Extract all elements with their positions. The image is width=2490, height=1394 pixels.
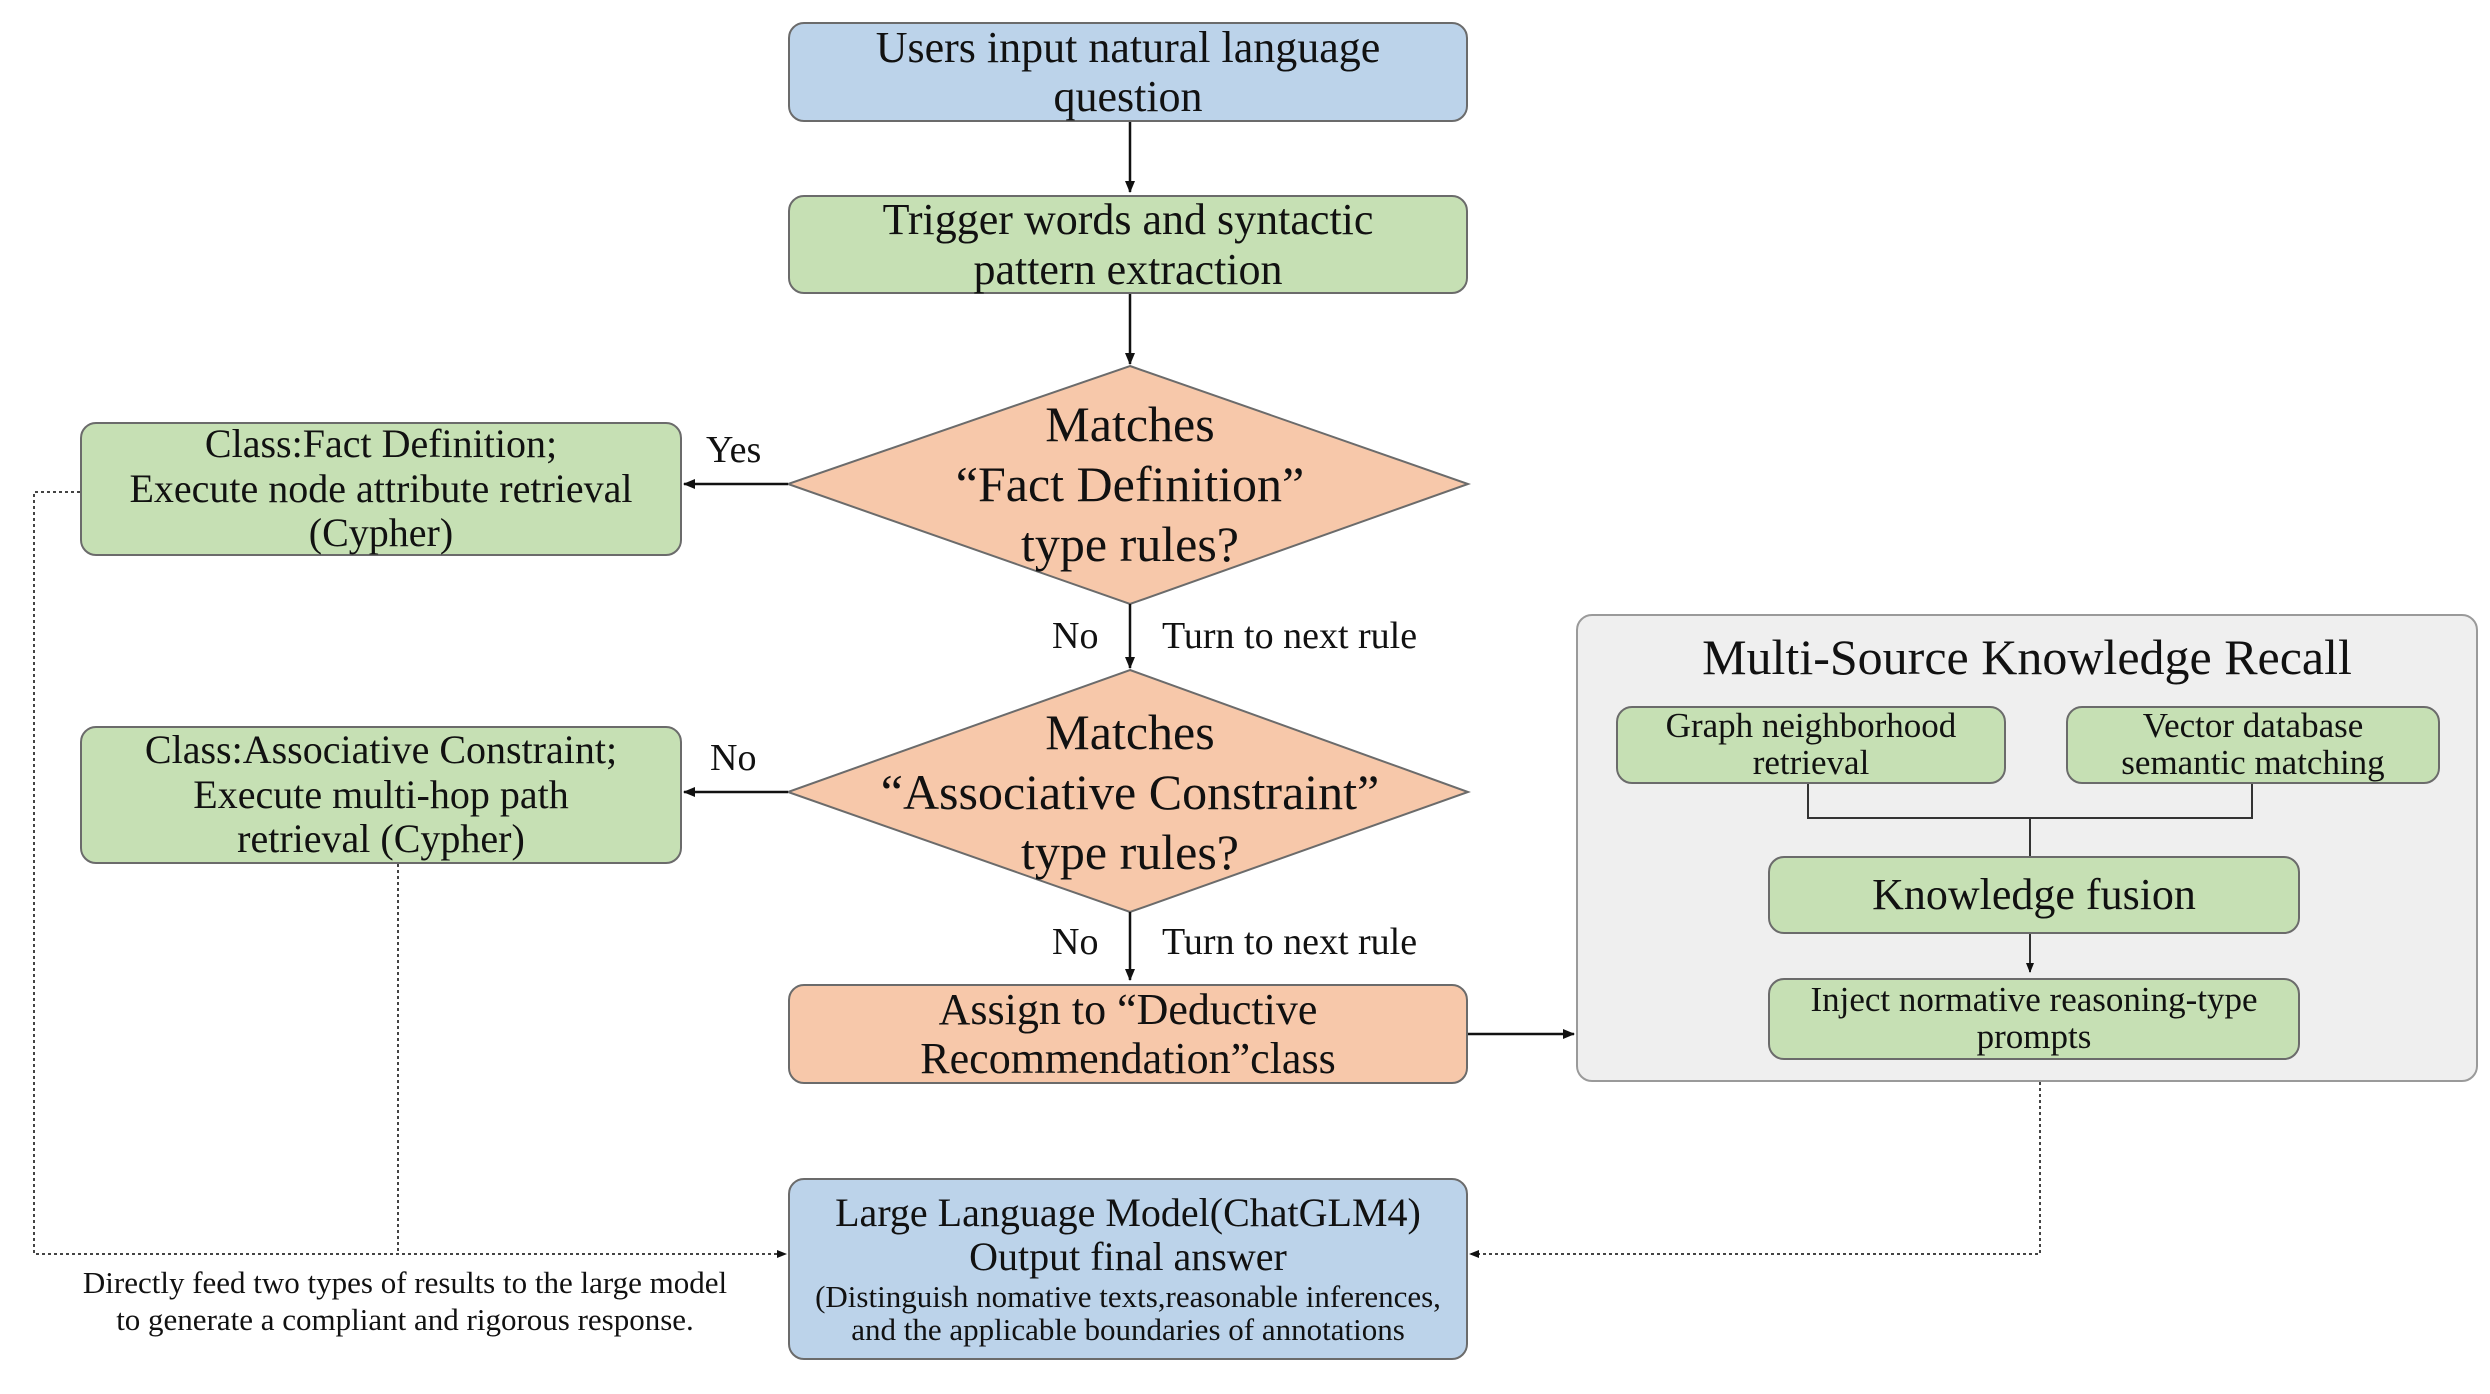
deductive-node: Assign to “Deductive Recommendation”clas… (788, 984, 1468, 1084)
decision1-line-3: type rules? (1021, 516, 1239, 572)
graph-retrieval-node: Graph neighborhood retrieval (1616, 706, 2006, 784)
decision1-line-1: Matches (1045, 396, 1215, 452)
fact-line-2: Execute node attribute retrieval (129, 465, 633, 511)
inject-line-1: Inject normative reasoning-type (1810, 980, 2258, 1020)
fact-line-1: Class:Fact Definition; (204, 420, 558, 466)
label-next-rule-2: Turn to next rule (1162, 921, 1418, 963)
llm-note-line-1: (Distinguish nomative texts,reasonable i… (815, 1278, 1441, 1314)
llm-title: Large Language Model(ChatGLM4) (835, 1190, 1421, 1236)
fact-line-3: (Cypher) (308, 510, 454, 556)
dotted-fact-to-llm (33, 491, 787, 1258)
label-no-1: No (1052, 615, 1099, 657)
fusion-label: Knowledge fusion (1872, 870, 2196, 920)
vector-matching-node: Vector database semantic matching (2066, 706, 2440, 784)
graph-line-2: retrieval (1752, 743, 1870, 782)
llm-note-line-2: and the applicable boundaries of annotat… (851, 1312, 1405, 1348)
decision2-text: Matches “Associative Constraint” type ru… (818, 700, 1442, 884)
label-yes: Yes (706, 429, 762, 471)
start-line-2: question (1053, 72, 1203, 121)
decision2-line-2: “Associative Constraint” (880, 764, 1380, 820)
vector-line-1: Vector database (2142, 706, 2364, 746)
assoc-line-2: Execute multi-hop path (193, 771, 569, 817)
inject-prompts-node: Inject normative reasoning-type prompts (1768, 978, 2300, 1060)
assoc-line-1: Class:Associative Constraint; (144, 726, 618, 772)
label-next-rule-1: Turn to next rule (1162, 615, 1418, 657)
recall-panel-title: Multi-Source Knowledge Recall (1702, 629, 2352, 685)
label-no-2: No (710, 737, 757, 779)
extract-line-2: pattern extraction (973, 244, 1283, 294)
vector-line-2: semantic matching (2121, 743, 2385, 782)
decision2-line-3: type rules? (1021, 824, 1239, 880)
extract-node: Trigger words and syntactic pattern extr… (788, 195, 1468, 294)
graph-line-1: Graph neighborhood (1665, 706, 1957, 746)
extract-line-1: Trigger words and syntactic (882, 195, 1374, 245)
feed-note-line-2: to generate a compliant and rigorous res… (116, 1302, 694, 1338)
start-line-1: Users input natural language (875, 22, 1381, 72)
label-no-3: No (1052, 921, 1099, 963)
feed-note-line-1: Directly feed two types of results to th… (82, 1265, 728, 1300)
decision1-line-2: “Fact Definition” (955, 456, 1305, 512)
decision1-text: Matches “Fact Definition” type rules? (878, 392, 1382, 576)
llm-output-node: Large Language Model(ChatGLM4) Output fi… (788, 1178, 1468, 1360)
associative-constraint-node: Class:Associative Constraint; Execute mu… (80, 726, 682, 864)
knowledge-fusion-node: Knowledge fusion (1768, 856, 2300, 934)
llm-subtitle: Output final answer (969, 1233, 1287, 1279)
graph-to-join (1807, 782, 2253, 819)
inject-line-2: prompts (1976, 1017, 2092, 1056)
assoc-line-3: retrieval (Cypher) (237, 816, 525, 862)
dotted-recall-to-llm (1469, 1082, 2041, 1258)
feed-note: Directly feed two types of results to th… (20, 1264, 790, 1338)
decision2-line-1: Matches (1045, 704, 1215, 760)
fact-definition-node: Class:Fact Definition; Execute node attr… (80, 420, 682, 556)
deductive-line-1: Assign to “Deductive (938, 984, 1318, 1034)
start-node: Users input natural language question (788, 22, 1468, 122)
deductive-line-2: Recommendation”class (920, 1034, 1336, 1083)
